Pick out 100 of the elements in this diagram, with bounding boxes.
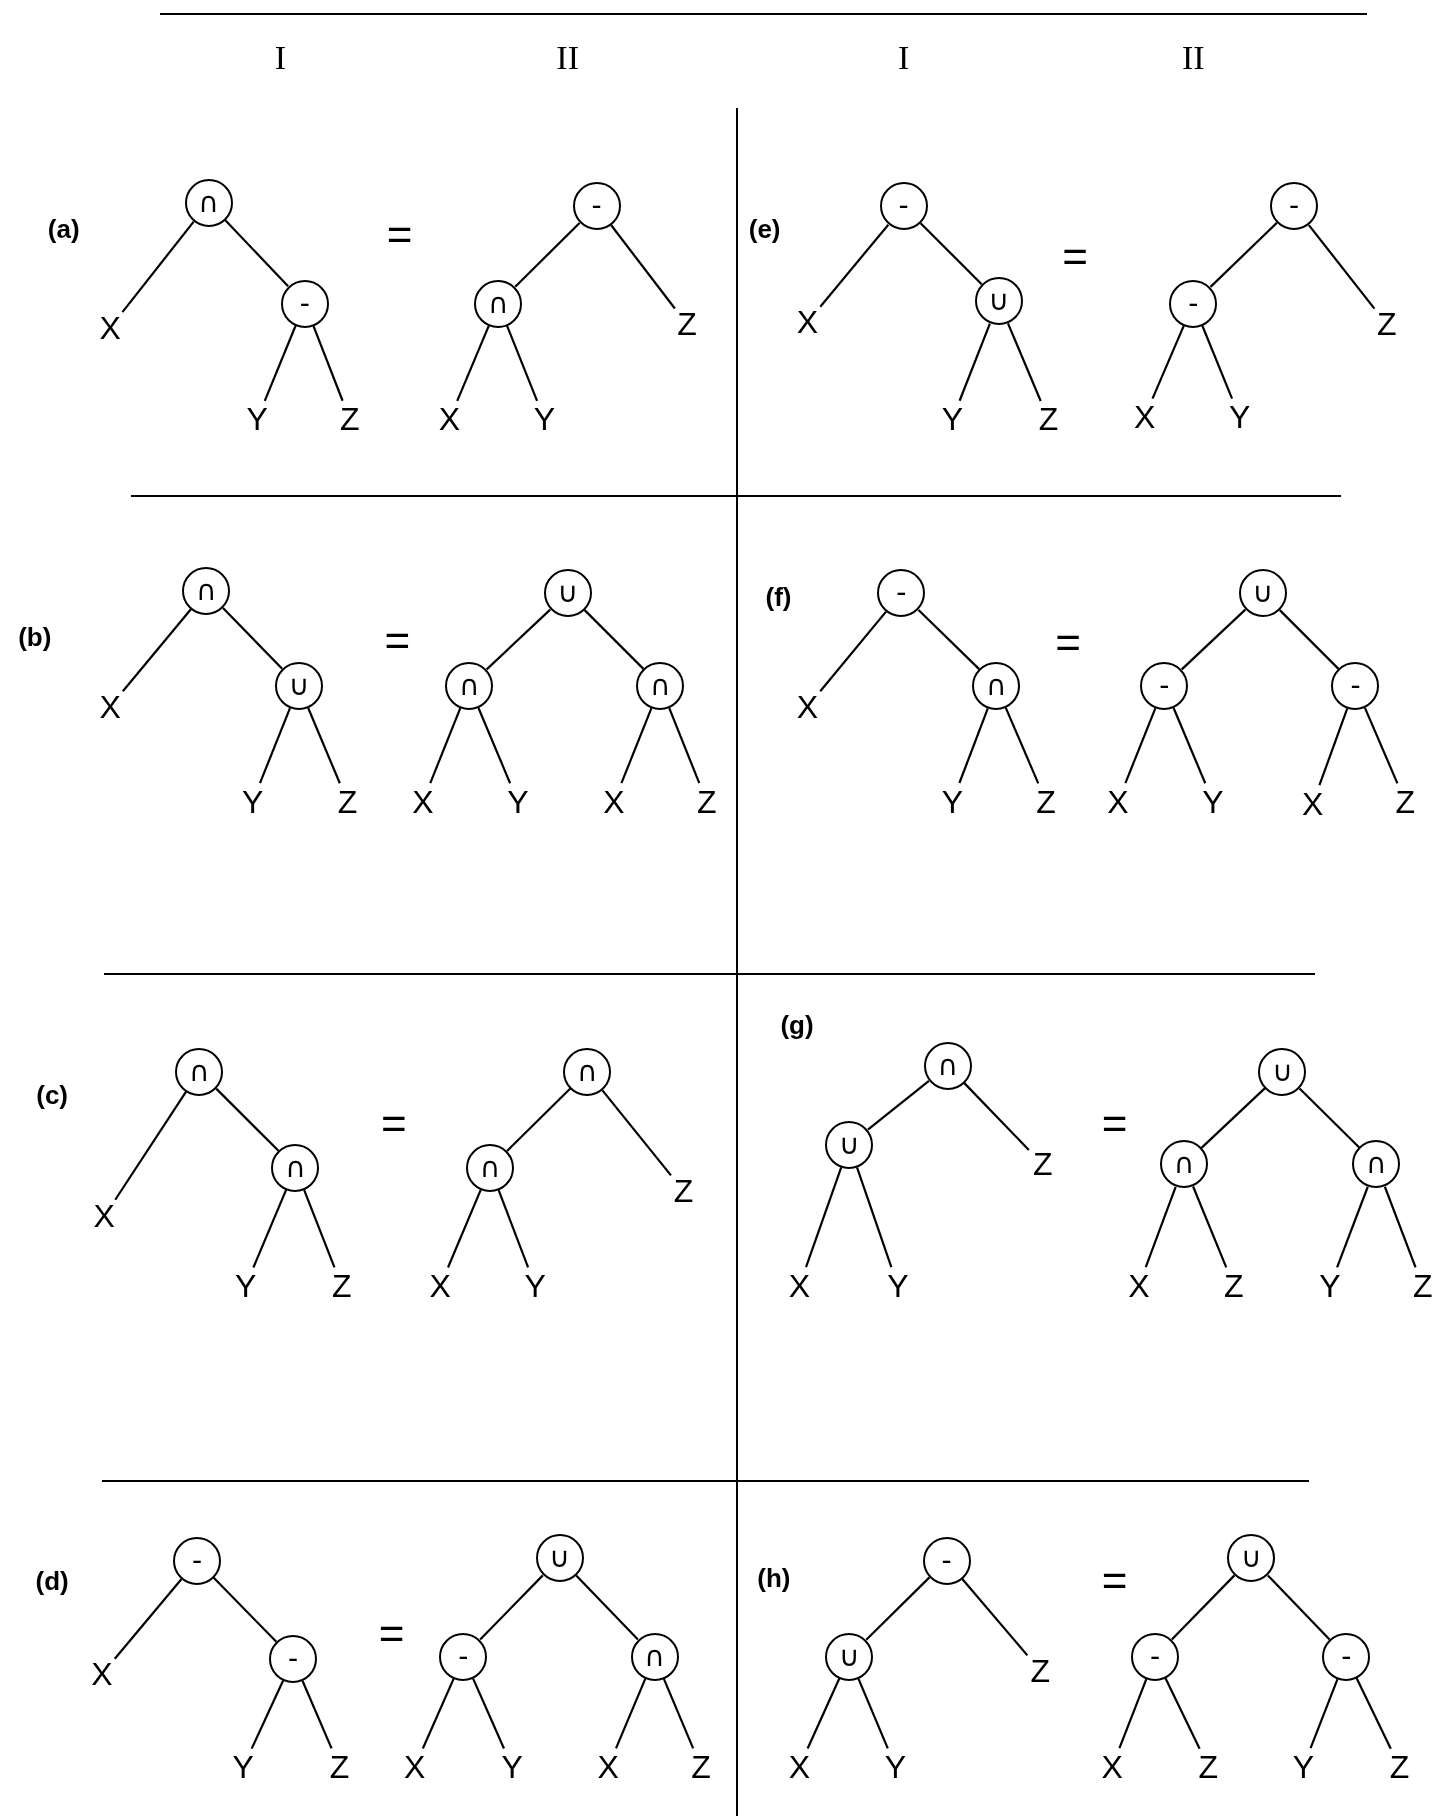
leaf-label: X	[789, 303, 826, 342]
leaf-label: X	[92, 687, 129, 726]
tree-edge	[668, 707, 701, 784]
tree-edge	[222, 607, 283, 670]
tree-edge	[1363, 707, 1399, 784]
leaf-label: Y	[234, 782, 271, 821]
panel-label: (c)	[36, 1081, 68, 1108]
tree-edge	[212, 1576, 278, 1643]
leaf-label: X	[781, 1747, 818, 1786]
panel-label: (g)	[780, 1012, 814, 1039]
tree-edge	[429, 707, 462, 784]
leaf-label: Z	[1387, 782, 1424, 821]
leaf-label: X	[1094, 1747, 1131, 1786]
tree-edge	[614, 1678, 647, 1749]
leaf-label: Z	[1215, 1266, 1252, 1305]
tree-edge	[114, 1091, 188, 1201]
equals-sign: =	[1101, 1101, 1128, 1146]
leaf-label: Z	[1381, 1747, 1418, 1786]
leaf-label: Y	[877, 1747, 914, 1786]
tree-edge	[583, 609, 645, 670]
leaf-label: Z	[329, 782, 366, 821]
tree-edge	[312, 325, 344, 402]
leaf-label: Z	[1022, 1651, 1059, 1690]
equals-sign: =	[381, 1101, 407, 1146]
tree-edge	[506, 1087, 572, 1152]
tree-edge	[917, 609, 980, 670]
tree-edge	[1309, 1678, 1339, 1749]
tree-edge	[1209, 222, 1278, 288]
panel-label: (a)	[47, 216, 80, 243]
leaf-label: Z	[665, 1171, 702, 1210]
tree-edge	[1004, 707, 1040, 784]
tree-edge	[122, 608, 192, 692]
tree-edge	[961, 1578, 1029, 1657]
tree-edge	[857, 1678, 889, 1749]
equals-sign: =	[384, 618, 411, 663]
column-heading: II	[556, 40, 579, 75]
tree-edge	[472, 1678, 505, 1749]
tree-edge	[456, 325, 490, 402]
leaf-label: X	[431, 400, 468, 439]
leaf-label: Y	[1285, 1747, 1322, 1786]
leaf-label: Y	[934, 782, 971, 821]
tree-edge	[421, 1678, 455, 1749]
tree-edge	[1171, 1574, 1236, 1641]
leaf-label: Y	[1194, 782, 1231, 821]
tree-edge	[506, 325, 539, 402]
tree-edge	[121, 220, 195, 313]
tree-edge	[601, 1089, 672, 1177]
tree-edge	[610, 224, 676, 310]
tree-edge	[224, 219, 289, 287]
tree-edge	[1267, 1574, 1331, 1641]
tree-edge	[514, 222, 581, 288]
leaf-label: Y	[239, 400, 276, 439]
leaf-label: X	[781, 1266, 818, 1305]
tree-edge	[819, 610, 887, 692]
equals-sign: =	[1062, 235, 1088, 280]
tree-edge	[575, 1574, 639, 1641]
tree-edge	[662, 1678, 695, 1749]
tree-edge	[252, 1189, 288, 1268]
panel-label: (e)	[748, 216, 781, 243]
leaf-label: Z	[1190, 1747, 1227, 1786]
leaf-label: Z	[1028, 782, 1065, 821]
tree-edge	[958, 707, 989, 784]
tree-edge	[113, 1578, 183, 1660]
leaf-label: Y	[1221, 398, 1258, 437]
tree-edge	[1279, 609, 1340, 670]
tree-edge	[805, 1166, 843, 1268]
leaf-label: X	[396, 1747, 433, 1786]
leaf-label: Z	[323, 1266, 360, 1305]
panel-label: (f)	[765, 583, 792, 610]
tree-edge	[263, 325, 297, 402]
tree-edge	[963, 1082, 1030, 1151]
leaf-label: Y	[499, 782, 536, 821]
leaf-label: Z	[1404, 1266, 1441, 1305]
tree-edge	[865, 1576, 931, 1641]
panel-label: (h)	[757, 1564, 791, 1591]
tree-edge	[806, 1678, 841, 1749]
tree-edge	[867, 1080, 930, 1131]
leaf-label: Y	[225, 1747, 262, 1786]
leaf-label: Z	[331, 400, 368, 439]
tree-edge	[1151, 325, 1185, 400]
leaf-label: X	[83, 1655, 120, 1694]
tree-edge	[819, 224, 890, 308]
leaf-label: Y	[227, 1266, 264, 1305]
leaf-label: Y	[517, 1266, 554, 1305]
tree-edge	[1172, 707, 1207, 784]
tree-edge	[1124, 707, 1157, 784]
leaf-label: X	[86, 1197, 123, 1236]
tree-edge	[497, 1189, 530, 1268]
tree-edge	[1383, 1186, 1417, 1268]
tree-edge	[620, 707, 653, 784]
leaf-label: Z	[1030, 400, 1067, 439]
column-heading: I	[274, 40, 286, 75]
leaf-label: Y	[879, 1266, 916, 1305]
tree-edge	[1318, 708, 1349, 786]
tree-edge	[958, 323, 991, 402]
leaf-label: Z	[682, 1747, 719, 1786]
leaf-label: Y	[526, 400, 563, 439]
tree-edge	[1308, 224, 1376, 310]
tree-edge	[919, 222, 983, 286]
tree-edge	[1118, 1678, 1148, 1749]
